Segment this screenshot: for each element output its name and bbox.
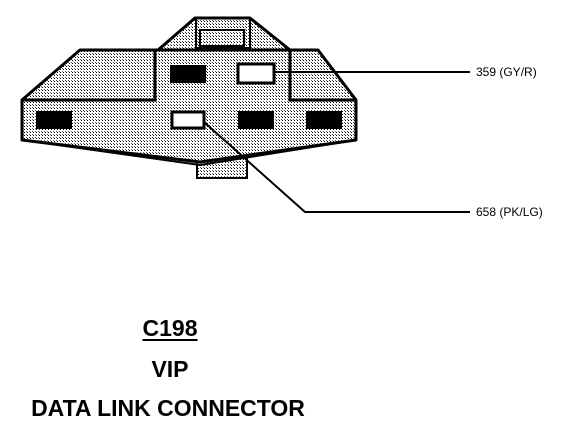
connector-partition-left [22,50,157,102]
connector-diagram: 359 (GY/R) 658 (PK/LG) [20,16,543,219]
connector-id-title: C198 [142,315,198,341]
connector-location-label: VIP [151,356,189,382]
terminal-cavity-359 [236,62,276,85]
pin-callout-label-359: 359 (GY/R) [476,65,537,79]
leader-line-658 [203,121,470,213]
connector-body [20,16,358,179]
connector-top-key [195,17,251,49]
terminal-cavities [36,62,342,130]
terminal-cavity-658 [170,110,206,130]
terminal-cavity [36,111,72,129]
terminal-cavity [306,111,342,129]
connector-top-key-inner [199,29,245,47]
connector-name-label: DATA LINK CONNECTOR [31,395,305,421]
connector-partition-right [288,50,356,102]
terminal-cavity [170,65,206,83]
pin-callout-label-658: 658 (PK/LG) [476,205,543,219]
terminal-cavity [238,111,274,129]
connector-lower-edge [21,139,357,167]
